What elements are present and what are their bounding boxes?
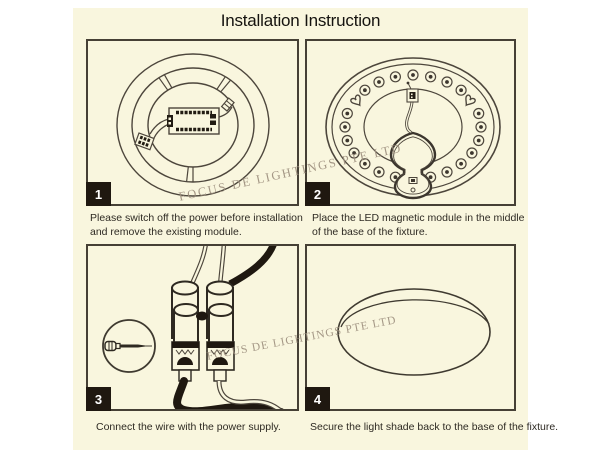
screwdriver-icon: [102, 319, 156, 373]
wire-nut-icon: [196, 311, 208, 321]
heart-cutout-left-icon: [350, 94, 361, 107]
step-number-badge: 2: [305, 182, 330, 206]
tube-clip-marks: [158, 74, 232, 182]
step-number-badge: 1: [86, 182, 111, 206]
heart-cutout-right-icon: [465, 94, 476, 107]
driver-cover-icon: [389, 101, 437, 200]
led-dots-ring: [339, 69, 487, 183]
shade-rim-line: [340, 299, 490, 328]
step-caption-2: Place the LED magnetic module in the mid…: [312, 212, 525, 238]
step-panel-2: 2: [305, 39, 516, 206]
wire-connector-cylinders: [171, 280, 234, 347]
step-panel-3: 3: [86, 244, 299, 411]
step-caption-4: Secure the light shade back to the base …: [310, 421, 559, 433]
shade-dome: [337, 288, 491, 376]
led-magnetic-module-diagram: [325, 57, 501, 200]
module-connector-icon: [406, 81, 419, 103]
page-title: Installation Instruction: [220, 11, 381, 30]
step-caption-1: Please switch off the power before insta…: [90, 212, 303, 238]
step-number-badge: 4: [305, 387, 330, 411]
outgoing-wires: [173, 377, 284, 409]
step-number-badge: 3: [86, 387, 111, 411]
tube-socket-icon: [220, 97, 235, 112]
fixture-base-with-old-module-diagram: [116, 53, 270, 197]
wire-connection-diagram: [102, 246, 284, 409]
wire-plug-icon: [134, 132, 155, 151]
light-shade-diagram: [337, 288, 491, 376]
ballast-unit-icon: [149, 106, 233, 139]
step-panel-4: 4: [305, 244, 516, 411]
terminal-blocks: [171, 341, 235, 382]
step-caption-3: Connect the wire with the power supply.: [96, 421, 281, 433]
incoming-cables: [188, 246, 277, 288]
step-panel-1: 1: [86, 39, 299, 206]
